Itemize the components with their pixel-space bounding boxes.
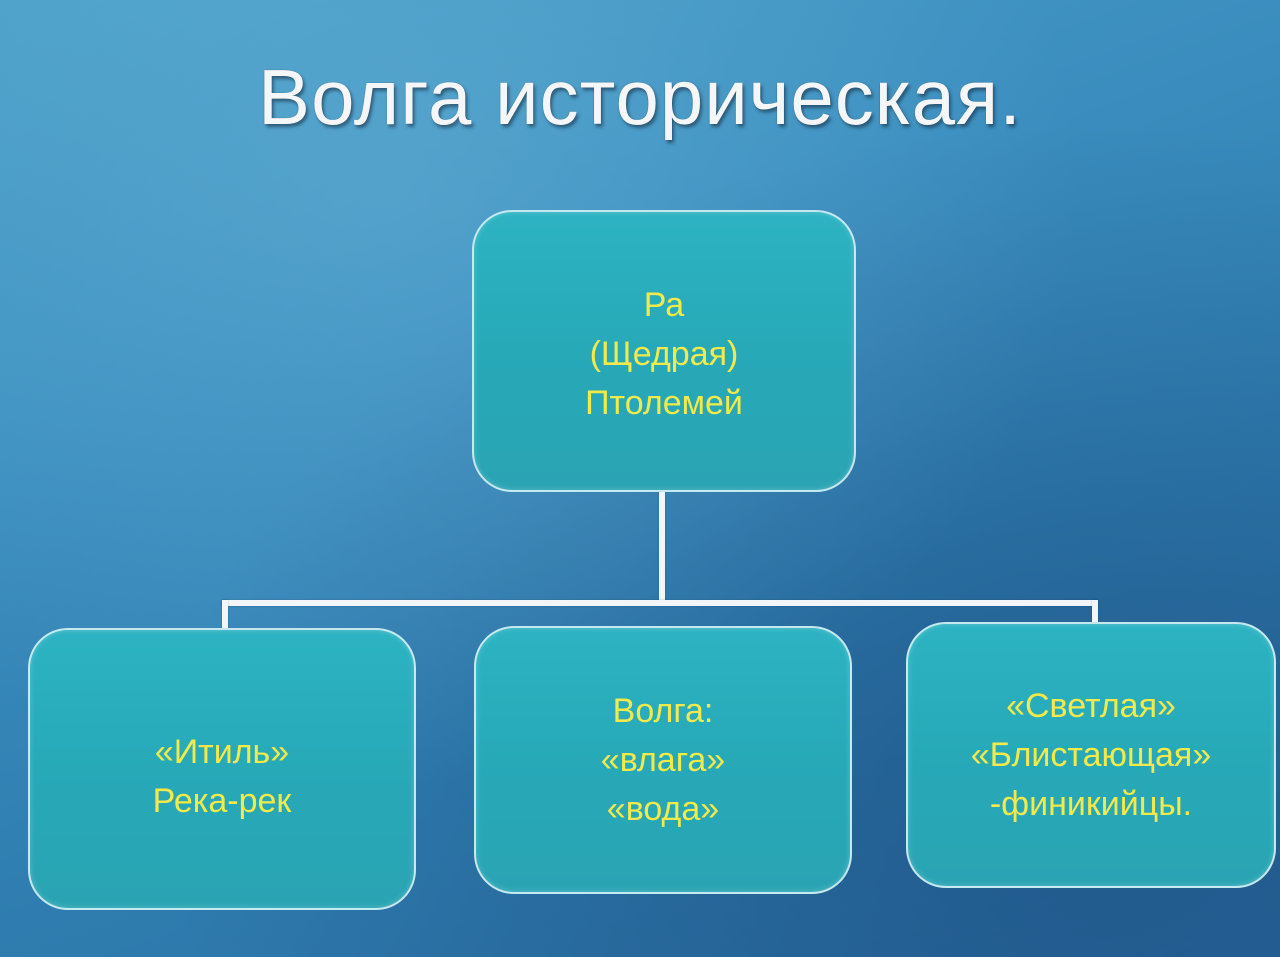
node-root-line: Ра [643,285,685,324]
node-root: Ра (Щедрая) Птолемей [472,210,856,492]
node-child-itil-text: «Итиль» Река-рек [153,712,292,826]
node-child-line: «Блистающая» [970,735,1212,774]
slide-title: Волга историческая. [258,53,1022,141]
node-child-line: Волга: [612,691,714,730]
node-child-itil: «Итиль» Река-рек [28,628,416,910]
node-child-line: «Светлая» [1006,686,1176,725]
node-child-line: «влага» [600,740,726,779]
node-child-svetlaya-text: «Светлая» «Блистающая» -финикийцы. [971,682,1211,829]
node-child-volga: Волга: «влага» «вода» [474,626,852,894]
node-root-line: Птолемей [585,383,743,422]
node-child-line: «Итиль» [154,733,290,771]
node-child-line: «вода» [606,789,720,828]
node-child-line: -финикийцы. [989,784,1193,823]
connector-vertical [659,492,665,604]
connector-horizontal [222,600,1098,606]
connector-drop-right [1092,600,1098,624]
connector-drop-left [222,600,228,628]
node-root-line: (Щедрая) [589,334,739,373]
node-child-volga-text: Волга: «влага» «вода» [601,687,725,834]
node-child-svetlaya: «Светлая» «Блистающая» -финикийцы. [906,622,1276,888]
node-child-line: Река-рек [152,782,292,820]
node-root-text: Ра (Щедрая) Птолемей [585,275,743,428]
